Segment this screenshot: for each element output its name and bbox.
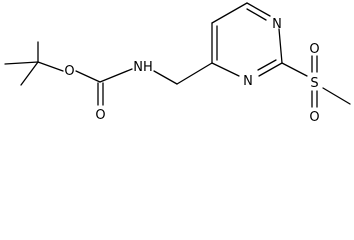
atom-label-ring-nitrogen-bottom: N [243, 74, 253, 89]
methylsulfonyl-group [281, 55, 351, 108]
atom-label-ring-nitrogen-top: N [272, 17, 282, 32]
ring-bond-n3-c4 [211, 62, 240, 77]
ring-bond-c2-n3 [258, 62, 283, 77]
atom-label-sulfonyl-oxygen-bottom: O [309, 110, 319, 125]
methylene-linker [153, 62, 213, 85]
bond-carbonyl-to-nitrogen [99, 68, 133, 83]
bond-ring-to-sulfur [281, 62, 308, 77]
atom-label-nh: NH [133, 60, 153, 75]
bond-methylene-to-ring [176, 62, 213, 85]
ring-bond-c2-n3-inner [257, 59, 277, 71]
ring-bond-c6-n1 [246, 2, 271, 17]
chemical-structure: O O NH N N S O O [4, 2, 351, 125]
tert-butyl-group [4, 41, 64, 86]
bond-sulfur-to-methyl [322, 87, 351, 105]
carbamate-group [75, 68, 133, 106]
ring-bond-n1-c2 [278, 28, 283, 64]
bond-methyl-left [4, 61, 39, 65]
atom-label-sulfonyl-oxygen-top: O [309, 42, 319, 57]
ring-bond-c6-n1-inner [246, 8, 267, 21]
bond-nitrogen-to-methylene [153, 70, 178, 85]
atom-label-ether-oxygen: O [64, 64, 74, 79]
pyrimidine-ring [211, 2, 283, 77]
ring-bond-c5-c6 [211, 2, 248, 24]
bond-oxygen-to-carbonyl [75, 70, 101, 83]
atom-label-sulfur: S [310, 76, 318, 91]
bond-methyl-bottom [20, 61, 39, 86]
atom-label-carbonyl-oxygen: O [95, 108, 105, 123]
bond-quaternary-to-oxygen [37, 61, 64, 72]
